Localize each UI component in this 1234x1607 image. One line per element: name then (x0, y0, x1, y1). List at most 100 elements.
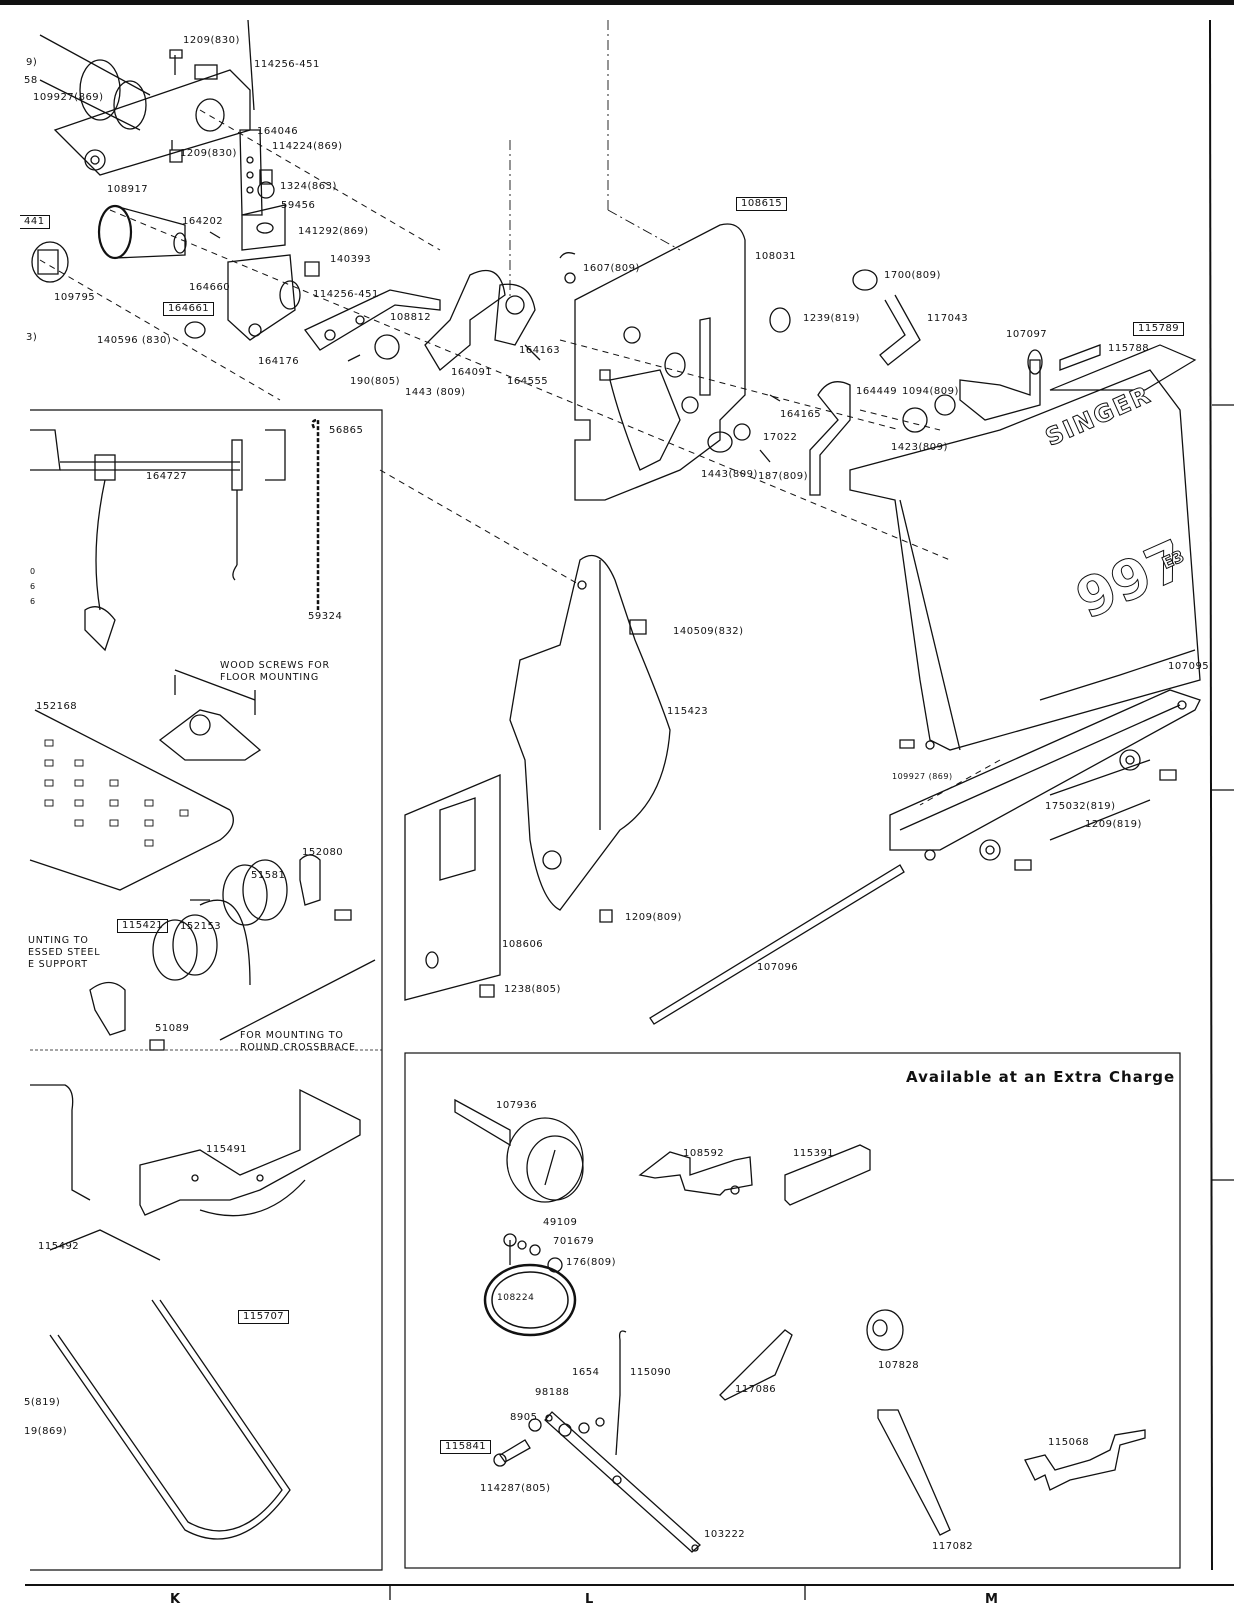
part-label: 1209(819) (1085, 819, 1142, 830)
part-label: 107097 (1006, 329, 1048, 340)
part-label: 115391 (793, 1148, 835, 1159)
part-label: 1094(809) (902, 386, 959, 397)
extra-charge-frame (404, 1052, 1181, 1569)
part-label: 109927(869) (33, 92, 104, 103)
part-label: 108917 (107, 184, 149, 195)
part-label: 107096 (757, 962, 799, 973)
part-label: 164091 (451, 367, 493, 378)
part-label: 108224 (497, 1293, 535, 1303)
part-label: 1238(805) (504, 984, 561, 995)
part-label: 51581 (251, 870, 286, 881)
part-label: 109795 (54, 292, 96, 303)
note-wood-screws: WOOD SCREWS FOR FLOOR MOUNTING (220, 660, 330, 683)
part-label: 117086 (735, 1384, 777, 1395)
motor-bracket-drawing (30, 1084, 361, 1217)
part-label: 115068 (1048, 1437, 1090, 1448)
part-label: 108592 (683, 1148, 725, 1159)
part-label: 59324 (308, 611, 343, 622)
part-label: 164046 (257, 126, 299, 137)
part-label: 109927 (869) (892, 772, 953, 781)
part-label: 107828 (878, 1360, 920, 1371)
part-label: 108606 (502, 939, 544, 950)
part-label: 108031 (755, 251, 797, 262)
part-label: 107936 (496, 1100, 538, 1111)
part-label: 56865 (329, 425, 364, 436)
needle-bar-block-drawing (184, 19, 320, 341)
part-label: 8905 (510, 1412, 538, 1423)
part-label: 164449 (856, 386, 898, 397)
part-label: 164176 (258, 356, 300, 367)
linkage-levers-drawing (304, 252, 576, 371)
part-label: 115491 (206, 1144, 248, 1155)
floor-bracket-drawing (29, 669, 262, 891)
note-pressed-steel-support: UNTING TO ESSED STEEL E SUPPORT (28, 935, 101, 970)
part-label: 190(805) (350, 376, 400, 387)
part-label: 114224(869) (272, 141, 343, 152)
part-label: 114256-451 (313, 289, 379, 300)
part-label: 152153 (180, 921, 222, 932)
cropped-label-fragment: 58 (24, 75, 38, 86)
part-label: 175032(819) (1045, 801, 1116, 812)
cropped-label-fragment: 19(869) (24, 1426, 68, 1437)
part-label: 1239(819) (803, 313, 860, 324)
part-label: 187(809) (758, 471, 808, 482)
extra-charge-parts-drawing (454, 1098, 1146, 1553)
centerlines (509, 20, 681, 300)
part-label: 115423 (667, 706, 709, 717)
part-label: 164727 (146, 471, 188, 482)
part-label: 152168 (36, 701, 78, 712)
assembly-number-box: 164661 (163, 302, 215, 316)
part-label: 1209(830) (183, 35, 240, 46)
part-label: 164165 (780, 409, 822, 420)
part-label: 1700(809) (884, 270, 941, 281)
part-label: 164660 (189, 282, 231, 293)
assembly-number-box: 441 (20, 215, 50, 229)
part-label: 1209(809) (625, 912, 682, 923)
part-label: 108812 (390, 312, 432, 323)
shaft-assembly-drawing (31, 34, 251, 283)
assembly-number-box: 115707 (238, 1310, 290, 1324)
note-round-crossbrace: FOR MOUNTING TO ROUND CROSSBRACE (240, 1030, 356, 1053)
part-label: 701679 (553, 1236, 595, 1247)
part-label: 1443 (809) (405, 387, 466, 398)
belt-drawing (49, 1229, 291, 1540)
part-label: 17022 (763, 432, 798, 443)
part-label: 164555 (507, 376, 549, 387)
springs-drawing (89, 854, 376, 1051)
cropped-label-fragment: 0 (30, 567, 36, 576)
main-plate-drawing (564, 223, 791, 501)
part-label: 140596 (830) (97, 335, 172, 346)
part-label: 1324(863) (280, 181, 337, 192)
extra-charge-heading: Available at an Extra Charge (906, 1068, 1176, 1086)
part-label: 59456 (281, 200, 316, 211)
part-label: 1654 (572, 1367, 600, 1378)
back-plate-drawing (404, 774, 501, 1001)
part-label: 98188 (535, 1387, 570, 1398)
top-border (0, 0, 1234, 5)
part-label: 115492 (38, 1241, 80, 1252)
assembly-dashed-lines (39, 109, 1001, 806)
cropped-label-fragment: 3) (26, 332, 38, 343)
part-label: 114256-451 (254, 59, 320, 70)
part-label: 107095 (1168, 661, 1210, 672)
part-label: 103222 (704, 1529, 746, 1540)
part-label: 1423(809) (891, 442, 948, 453)
right-frame-line (1209, 19, 1213, 1571)
chain-drawing (311, 418, 320, 610)
part-label: 164163 (519, 345, 561, 356)
part-label: 1209(830) (180, 148, 237, 159)
assembly-number-box: 108615 (736, 197, 788, 211)
part-label: 140393 (330, 254, 372, 265)
cropped-label-fragment: 6 (30, 582, 36, 591)
part-label: 49109 (543, 1217, 578, 1228)
part-label: 164202 (182, 216, 224, 227)
assembly-number-box: 115789 (1133, 322, 1185, 336)
part-label: 1607(809) (583, 263, 640, 274)
part-label: 176(809) (566, 1257, 616, 1268)
rod-drawing (649, 864, 905, 1025)
rail-drawing (889, 689, 1201, 871)
cover-drawing (809, 269, 1201, 751)
part-label: 117082 (932, 1541, 974, 1552)
